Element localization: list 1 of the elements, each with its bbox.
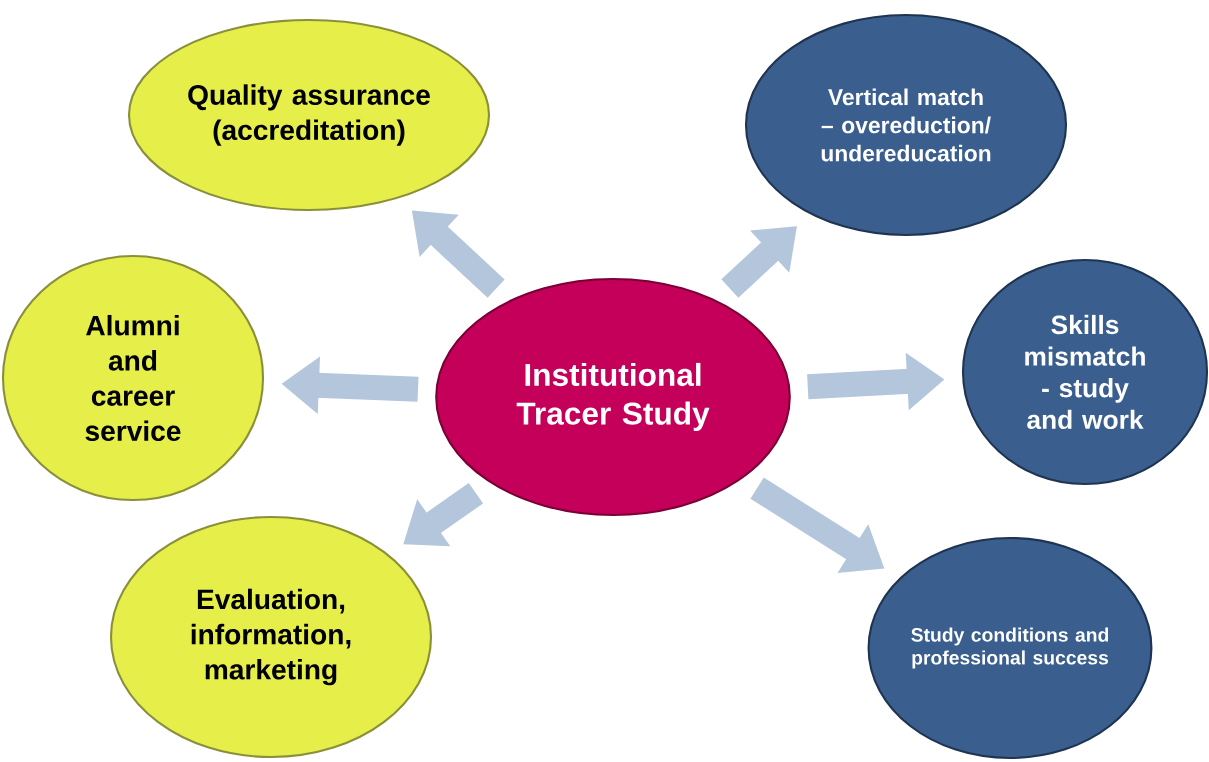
block-arrow: [721, 226, 797, 298]
